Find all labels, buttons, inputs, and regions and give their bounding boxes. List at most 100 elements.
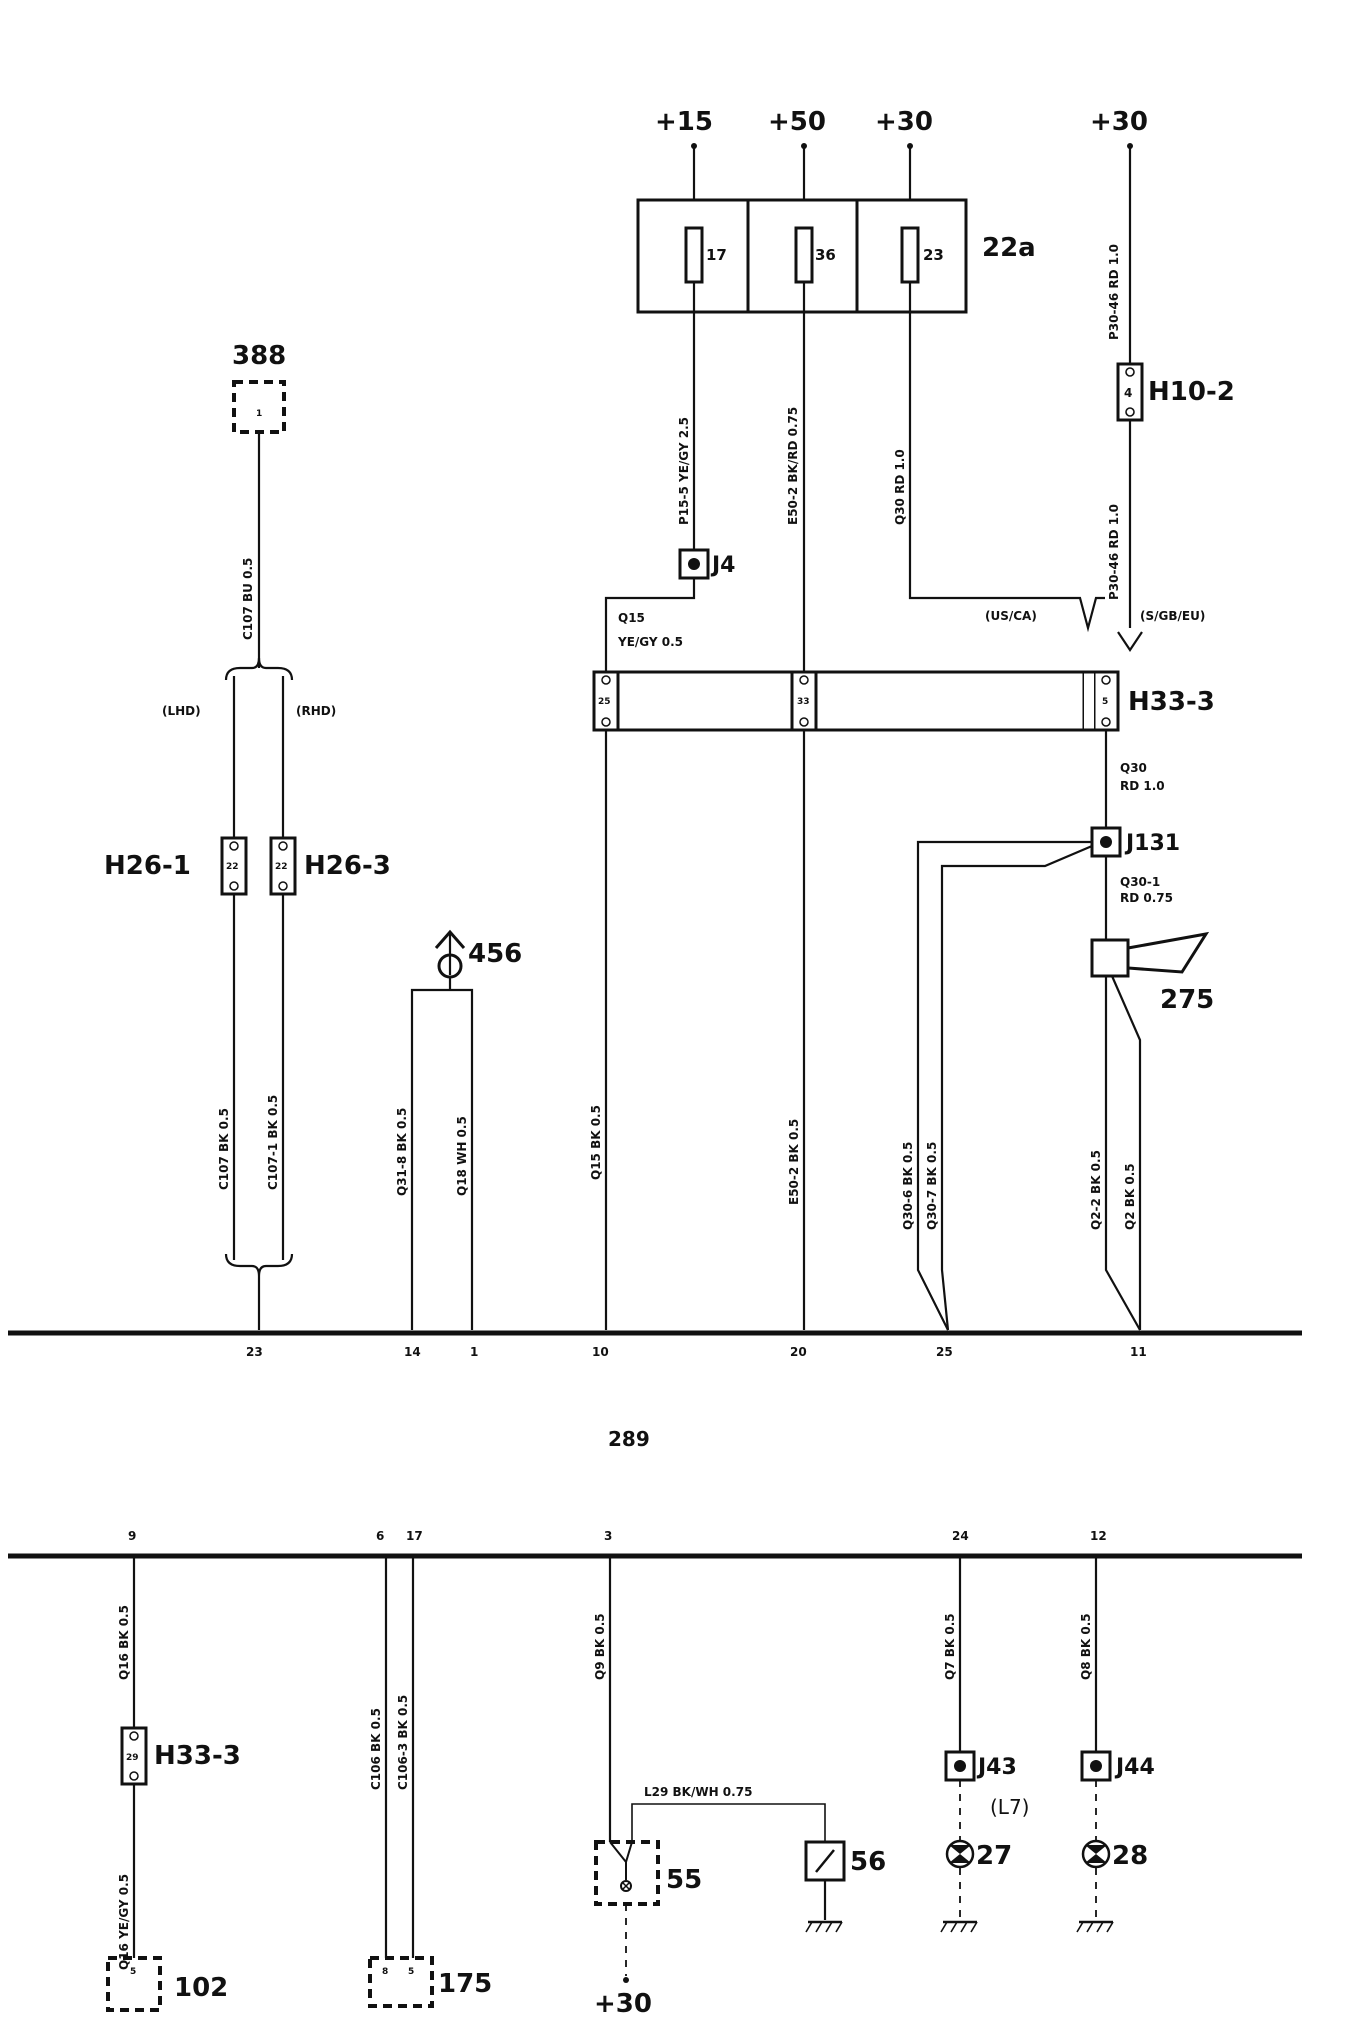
switch-56 [804,1840,846,1882]
switch-55 [594,1840,660,1906]
wire-label-q7: Q7 BK 0.5 [943,1613,957,1680]
lamp-28-label: 28 [1112,1841,1148,1871]
wire-label-q15-1: Q15 [618,611,645,625]
component-388-label: 388 [232,341,286,371]
junction-j131-label: J131 [1124,831,1180,856]
junction-j44 [1080,1750,1112,1782]
wire-q30-6 [916,840,1092,1331]
fuse-23-label: 23 [923,246,944,264]
lamp-27-icon [945,1839,975,1869]
wire-label-c106: C106 BK 0.5 [369,1708,383,1790]
wire-label-q15-2: YE/GY 0.5 [617,635,683,649]
bus-pin-1: 1 [470,1345,478,1359]
wire-label-e50-2-top: E50-2 BK/RD 0.75 [786,407,800,525]
bus-pin-25: 25 [936,1345,953,1359]
junction-j4-label: J4 [710,553,736,578]
component-175-pin-8: 8 [382,1967,388,1977]
connector-h10-2-pin: 4 [1124,386,1132,400]
bus-pin-10: 10 [592,1345,609,1359]
connector-h26-3-label: H26-3 [304,851,391,881]
supply-plus30-a: +30 [875,107,933,137]
switch-56-label: 56 [850,1847,886,1877]
wire-label-q30-1-b: RD 0.75 [1120,891,1173,905]
wire-merge-arrow [1117,631,1143,652]
wire-label-q30-b1: Q30 [1120,761,1147,775]
wire-label-p15-5: P15-5 YE/GY 2.5 [677,417,691,525]
wire-label-q30-top: Q30 RD 1.0 [893,449,907,525]
connector-h33-3-lower-label: H33-3 [154,1741,241,1771]
junction-j44-label: J44 [1114,1755,1155,1780]
wire-q31-8-q18 [410,988,474,1330]
h26-1-pin: 22 [226,862,239,872]
junction-j43 [944,1750,976,1782]
wire-l29 [631,1803,826,1842]
wire-label-q18: Q18 WH 0.5 [455,1116,469,1196]
wire-q2 [1110,975,1142,1330]
fusebox-22a: 17 36 23 [636,198,968,314]
wire-label-q15-bk: Q15 BK 0.5 [589,1105,603,1180]
wire-label-q8: Q8 BK 0.5 [1079,1613,1093,1680]
component-456 [434,929,466,979]
wire-q2-2 [1104,976,1141,1331]
wire-q30-7 [940,844,1093,1331]
junction-j131 [1090,826,1122,858]
lamp-28-icon [1081,1839,1111,1869]
ground-27-icon [940,1920,978,1933]
component-102-label: 102 [174,1973,228,2003]
component-175: 8 5 [368,1956,434,2008]
connector-h26-1: 22 [220,836,248,896]
component-388: 1 [232,380,286,434]
h33-3-pin-33: 33 [797,697,810,707]
wire-label-p30-46-a: P30-46 RD 1.0 [1107,244,1121,340]
horn-275-label: 275 [1160,985,1214,1015]
bus-pin-17: 17 [406,1529,423,1543]
supply-plus50: +50 [768,107,826,137]
wire-label-q2-2: Q2-2 BK 0.5 [1089,1150,1103,1230]
wire-label-q30-7: Q30-7 BK 0.5 [925,1142,939,1230]
supply-plus15: +15 [655,107,713,137]
wire-label-q30-6: Q30-6 BK 0.5 [901,1142,915,1230]
bus-pin-12: 12 [1090,1529,1107,1543]
wire-label-q30-1-a: Q30-1 [1120,875,1160,889]
connector-h33-3-lower: 29 [120,1726,148,1786]
wire-label-q16-yegy: Q16 YE/GY 0.5 [117,1874,131,1970]
fusebox-22a-label: 22a [982,233,1036,263]
wire-label-c107-1: C107-1 BK 0.5 [266,1095,280,1190]
connector-h10-2-label: H10-2 [1148,377,1235,407]
fuse-17-label: 17 [706,246,727,264]
wire-label-q9: Q9 BK 0.5 [593,1613,607,1680]
connector-h10-2: 4 [1116,362,1144,422]
wire-label-q30-b2: RD 1.0 [1120,779,1165,793]
bus-pin-24: 24 [952,1529,969,1543]
wire-label-e50-2-bk: E50-2 BK 0.5 [787,1119,801,1205]
component-289-label: 289 [608,1427,650,1451]
bus-pin-14: 14 [404,1345,421,1359]
supply-plus30-b: +30 [1090,107,1148,137]
bus-pin-11: 11 [1130,1345,1147,1359]
wire-label-c106-3: C106-3 BK 0.5 [396,1695,410,1790]
wire-label-l29: L29 BK/WH 0.75 [644,1785,752,1799]
variant-lhd: (LHD) [162,704,201,718]
wire-label-c107-bu: C107 BU 0.5 [241,558,255,640]
component-175-pin-5: 5 [408,1967,414,1977]
h33-3-pin-5: 5 [1102,697,1108,707]
wire-label-c107-bk: C107 BK 0.5 [217,1108,231,1190]
connector-h26-1-label: H26-1 [104,851,191,881]
horn-275 [1090,931,1210,978]
bus-pin-23: 23 [246,1345,263,1359]
junction-j43-label: J43 [976,1755,1017,1780]
h33-3-lower-pin: 29 [126,1753,139,1763]
fuse-36-label: 36 [815,246,836,264]
connector-h26-3: 22 [269,836,297,896]
wire-label-q2: Q2 BK 0.5 [1123,1163,1137,1230]
variant-l7: (L7) [990,1795,1029,1819]
junction-j4 [678,548,710,580]
bus-pin-3: 3 [604,1529,612,1543]
component-102: 5 [106,1956,162,2012]
component-175-label: 175 [438,1969,492,1999]
wire-label-q31-8: Q31-8 BK 0.5 [395,1108,409,1196]
component-456-label: 456 [468,939,522,969]
supply-plus30-c: +30 [594,1989,652,2019]
switch-55-label: 55 [666,1865,702,1895]
